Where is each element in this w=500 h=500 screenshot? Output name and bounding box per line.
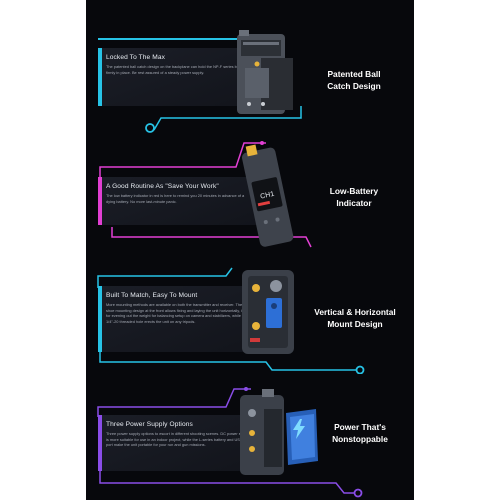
card-heading: Built To Match, Easy To Mount xyxy=(106,292,198,299)
card-heading: Three Power Supply Options xyxy=(106,421,193,428)
info-card: Locked To The Max The patented ball catc… xyxy=(98,48,258,106)
card-body: The low battery indicator in red is here… xyxy=(106,193,245,204)
card-body: More mounting methods are available on b… xyxy=(106,302,251,324)
card-heading: Locked To The Max xyxy=(106,54,166,61)
connector-circuit-bottom xyxy=(111,227,312,248)
feature-panel-power: Three Power Supply Options Three power s… xyxy=(86,375,414,500)
connector-circuit-bottom xyxy=(99,471,363,498)
connector-circuit xyxy=(145,106,302,133)
transmitter-device: CH1 xyxy=(241,144,294,247)
feature-title-line1: Low-Battery xyxy=(329,186,379,196)
feature-panel-ball-catch: Locked To The Max The patented ball catc… xyxy=(86,0,414,133)
card-accent-bar xyxy=(98,286,102,352)
feature-title: Patented Ball Catch Design xyxy=(306,68,402,92)
feature-strip: Locked To The Max The patented ball catc… xyxy=(86,0,414,500)
receiver-device xyxy=(242,270,294,354)
connector-circuit-top xyxy=(99,141,266,177)
lightning-bolt-icon xyxy=(293,419,305,439)
feature-title: Vertical & Horizontal Mount Design xyxy=(298,306,412,330)
feature-title-line1: Power That's xyxy=(334,422,386,432)
card-accent-bar xyxy=(98,177,102,225)
card-accent-bar xyxy=(98,48,102,106)
info-card: Three Power Supply Options Three power s… xyxy=(98,415,258,471)
feature-title-line2: Catch Design xyxy=(327,81,381,91)
feature-title: Low-Battery Indicator xyxy=(304,185,404,209)
info-card: Built To Match, Easy To Mount More mount… xyxy=(98,286,258,352)
card-accent-bar xyxy=(98,415,102,471)
screen-text: CH1 xyxy=(260,191,275,201)
power-options-device xyxy=(240,389,318,475)
connector-circuit-top xyxy=(97,267,233,288)
card-heading: A Good Routine As "Save Your Work" xyxy=(106,183,219,190)
feature-panel-mount: Built To Match, Easy To Mount More mount… xyxy=(86,250,414,375)
feature-title-line2: Indicator xyxy=(336,198,372,208)
feature-title-line2: Nonstoppable xyxy=(332,434,388,444)
info-card: A Good Routine As "Save Your Work" The l… xyxy=(98,177,258,225)
connector-circuit-bottom xyxy=(99,352,365,374)
connector-circuit-top xyxy=(97,387,251,417)
card-body: Three power supply options to escort in … xyxy=(106,431,250,447)
feature-title: Power That's Nonstoppable xyxy=(312,421,408,445)
connector-line xyxy=(98,38,258,40)
card-body: The patented ball catch design on the ba… xyxy=(106,64,250,75)
feature-panel-low-battery: A Good Routine As "Save Your Work" The l… xyxy=(86,125,414,250)
feature-title-line2: Mount Design xyxy=(327,319,383,329)
feature-title-line1: Patented Ball xyxy=(327,69,381,79)
battery-plate-device xyxy=(237,30,293,114)
feature-title-line1: Vertical & Horizontal xyxy=(314,307,396,317)
